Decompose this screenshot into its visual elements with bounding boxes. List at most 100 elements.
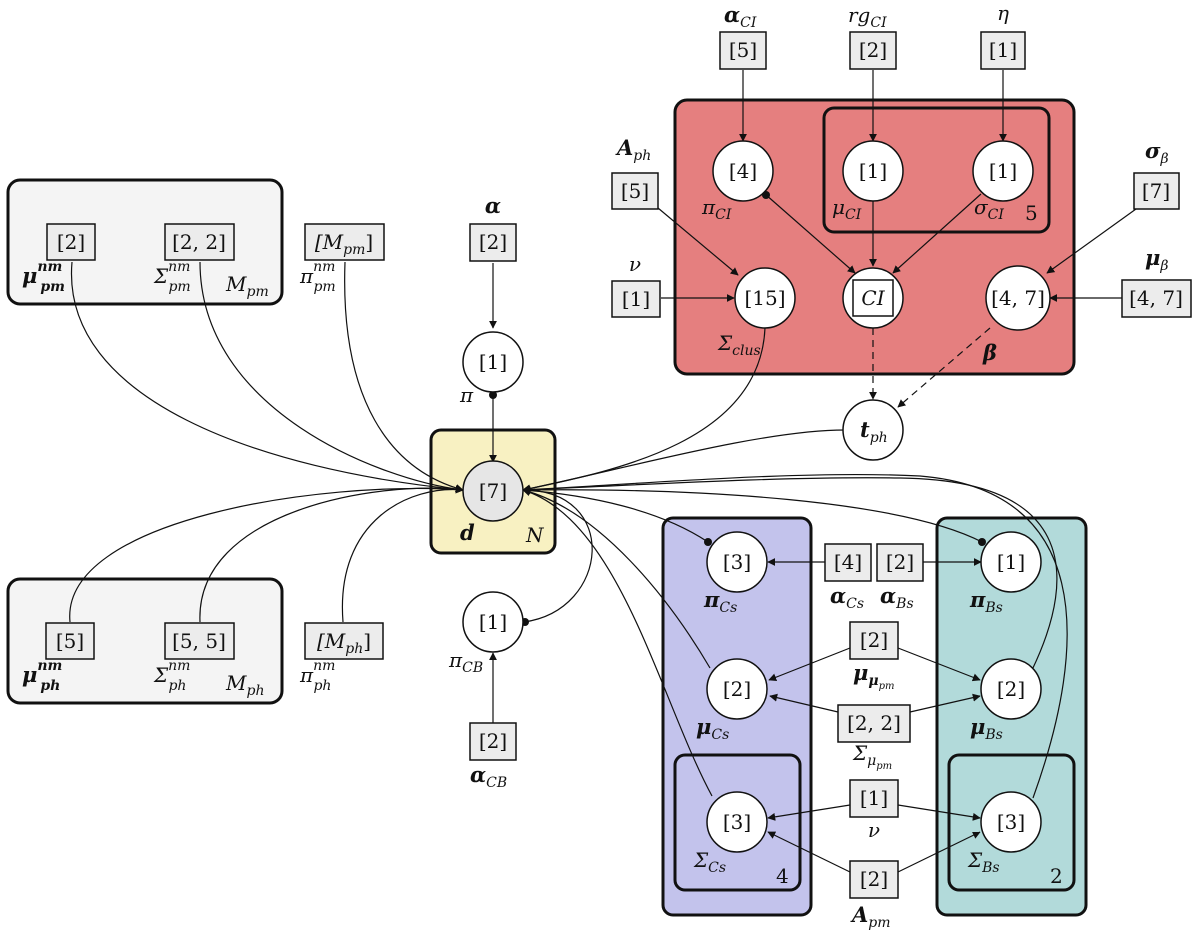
sigma-cs-label: ΣCs bbox=[693, 848, 726, 876]
sigma-cs-value: [3] bbox=[723, 810, 751, 834]
sigma-ph-nm-value: [5, 5] bbox=[172, 629, 226, 653]
sigma-bs-value: [3] bbox=[997, 810, 1025, 834]
edge-sigmabeta-to-beta bbox=[1046, 208, 1137, 274]
edge-piCs-dot bbox=[704, 538, 712, 546]
sigma-mu-pm-box bbox=[837, 704, 911, 743]
rg-ci-label: rgCI bbox=[848, 3, 887, 31]
edge-nu-to-sigmaBs bbox=[897, 804, 981, 821]
eta-value: [1] bbox=[989, 38, 1017, 62]
sigma-ci-value: [1] bbox=[989, 159, 1017, 183]
pi-ph-nm-box bbox=[304, 622, 384, 660]
alpha-box bbox=[469, 223, 517, 262]
sigma-ph-nm-box bbox=[164, 622, 235, 660]
sigma-mu-pm-label: Σμpm bbox=[852, 741, 892, 772]
sigma-bs-node bbox=[980, 791, 1042, 853]
alpha-ci-value: [5] bbox=[729, 38, 757, 62]
alpha-ci-label: αCI bbox=[724, 2, 757, 31]
alpha-cb-box bbox=[469, 722, 517, 761]
mu-mu-pm-box bbox=[849, 621, 899, 660]
sigma-beta-box bbox=[1133, 172, 1180, 210]
plate-bs-inner bbox=[947, 753, 1076, 892]
mu-cs-label: μCs bbox=[696, 714, 729, 743]
plate-bs-count: 2 bbox=[1050, 864, 1063, 888]
alpha-value: [2] bbox=[479, 230, 507, 254]
pi-pm-nm-box bbox=[304, 223, 385, 261]
alpha-bs-label: αBs bbox=[880, 583, 914, 612]
edge-d-to-piCB bbox=[522, 489, 593, 623]
d-label: d bbox=[460, 520, 475, 545]
edge-sigmaCs-to-d bbox=[522, 488, 713, 797]
edge-pi-dot bbox=[489, 391, 497, 399]
pi-label: π bbox=[459, 383, 474, 407]
mu-beta-label: μβ bbox=[1145, 245, 1168, 274]
pi-bs-node bbox=[980, 531, 1042, 593]
sigma-beta-label: σβ bbox=[1145, 138, 1169, 167]
plate-pm-label: Mpm bbox=[225, 272, 269, 300]
edge-piCI-to-CI bbox=[764, 193, 856, 274]
nu-top-box bbox=[611, 280, 661, 318]
pi-ci-node bbox=[712, 140, 774, 202]
sigma-clus-label: Σclus bbox=[717, 331, 761, 359]
plate-ci-inner bbox=[822, 106, 1051, 234]
plates bbox=[6, 98, 1088, 917]
pi-node bbox=[462, 331, 524, 393]
beta-label: β bbox=[982, 340, 997, 365]
mu-mu-pm-label: μμpm bbox=[853, 660, 895, 692]
sigma-cs-node bbox=[706, 791, 768, 853]
edge-piBs-dot bbox=[978, 538, 986, 546]
nu-bottom-value: [1] bbox=[860, 786, 888, 810]
alpha-label: α bbox=[485, 193, 501, 218]
edge-pi-pm-to-d bbox=[344, 261, 464, 492]
eta-label: η bbox=[997, 1, 1009, 25]
t-ph-node bbox=[842, 399, 904, 461]
edge-Apm-to-sigmaBs bbox=[897, 831, 981, 873]
mu-cs-node bbox=[706, 658, 768, 720]
edge-muCs-to-d bbox=[522, 487, 711, 669]
alpha-bs-value: [2] bbox=[886, 550, 914, 574]
alpha-cs-box bbox=[824, 543, 872, 582]
pi-cb-label: πCB bbox=[448, 648, 483, 676]
beta-value: [4, 7] bbox=[991, 286, 1045, 310]
edge-sigma-ph-to-d bbox=[199, 485, 464, 623]
rg-ci-value: [2] bbox=[859, 38, 887, 62]
a-pm-label: Apm bbox=[850, 902, 891, 931]
pi-cs-node bbox=[706, 531, 768, 593]
nu-top-value: [1] bbox=[622, 287, 650, 311]
pi-cs-label: πCs bbox=[703, 587, 737, 616]
sigma-ci-label: σCI bbox=[974, 195, 1004, 223]
mu-pm-nm-value: [2] bbox=[57, 230, 85, 254]
edge-beta-to-tph bbox=[897, 327, 991, 408]
mu-ph-nm-box bbox=[45, 622, 95, 660]
sigma-mu-pm-value: [2, 2] bbox=[847, 711, 901, 735]
edge-muBs-to-d bbox=[522, 477, 1058, 671]
mu-beta-value: [4, 7] bbox=[1129, 286, 1183, 310]
a-ph-value: [5] bbox=[621, 179, 649, 203]
edge-mu-ph-to-d bbox=[69, 485, 464, 623]
alpha-cs-value: [4] bbox=[834, 550, 862, 574]
mu-beta-box bbox=[1121, 279, 1192, 318]
edge-sigma-pm-to-d bbox=[199, 261, 464, 494]
pi-cb-value: [1] bbox=[479, 610, 507, 634]
t-ph-label: tph bbox=[860, 417, 888, 446]
mu-bs-label: μBs bbox=[970, 714, 1003, 743]
alpha-cb-value: [2] bbox=[479, 729, 507, 753]
d-value: [7] bbox=[479, 479, 507, 503]
edge-piCs-to-d bbox=[522, 486, 709, 543]
plate-ph bbox=[6, 577, 284, 705]
edge-sigmamu-to-muCs bbox=[769, 693, 839, 713]
pi-ci-label: πCI bbox=[701, 195, 732, 223]
ci-deterministic-box bbox=[852, 279, 894, 317]
a-pm-value: [2] bbox=[860, 867, 888, 891]
mu-ci-value: [1] bbox=[859, 159, 887, 183]
edge-piBs-to-d bbox=[522, 485, 983, 543]
pi-cs-value: [3] bbox=[723, 550, 751, 574]
sigma-clus-node bbox=[734, 267, 796, 329]
ci-value: CI bbox=[861, 286, 885, 310]
eta-box bbox=[980, 31, 1026, 70]
